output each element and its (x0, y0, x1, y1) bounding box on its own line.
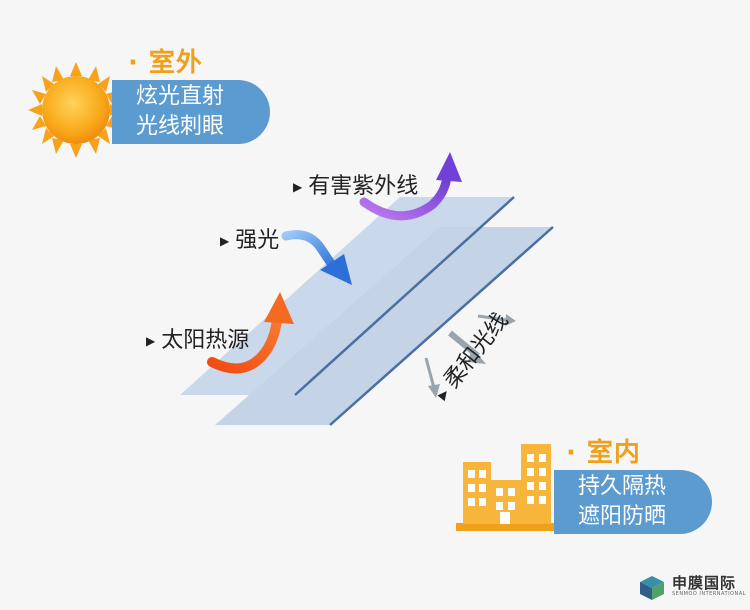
film-edge-1 (294, 196, 515, 396)
uv-label-text: 有害紫外线 (308, 174, 419, 199)
indoor-line-1: 持久隔热 (578, 474, 667, 499)
heat-source-label-text: 太阳热源 (161, 328, 250, 353)
triangle-pointer-icon: ▶ (146, 334, 156, 348)
outdoor-line-2: 光线刺眼 (136, 114, 225, 139)
triangle-pointer-icon: ▶ (220, 234, 230, 248)
heat-source-label: ▶ 太阳热源 (146, 322, 249, 354)
indoor-heading: · 室内 (566, 438, 641, 468)
triangle-pointer-icon: ▶ (293, 180, 303, 194)
film-edge-2 (329, 226, 554, 426)
uv-arrow (359, 152, 462, 221)
indoor-pill: 持久隔热 遮阳防晒 (554, 470, 712, 534)
strong-light-arrow (281, 230, 352, 285)
brand: 申膜国际 SENMOO INTERNATIONAL (638, 572, 746, 600)
outdoor-line-1: 炫光直射 (136, 84, 225, 109)
film-layers (180, 196, 554, 426)
film-layer-inner (215, 227, 552, 425)
soft-light-arrows (424, 314, 516, 398)
buildings-icon (456, 444, 554, 531)
indoor-line-2: 遮阳防晒 (578, 504, 667, 529)
brand-subtitle: SENMOO INTERNATIONAL (672, 591, 746, 597)
sun-icon (28, 62, 124, 158)
strong-light-label-text: 强光 (235, 228, 280, 253)
brand-name: 申膜国际 (672, 574, 737, 592)
uv-label: ▶ 有害紫外线 (293, 168, 418, 200)
outdoor-heading: · 室外 (128, 48, 203, 78)
heat-source-arrow (207, 292, 294, 374)
strong-light-label: ▶ 强光 (220, 222, 279, 254)
outdoor-pill: 炫光直射 光线刺眼 (112, 80, 270, 144)
cube-logo-icon (640, 576, 664, 600)
